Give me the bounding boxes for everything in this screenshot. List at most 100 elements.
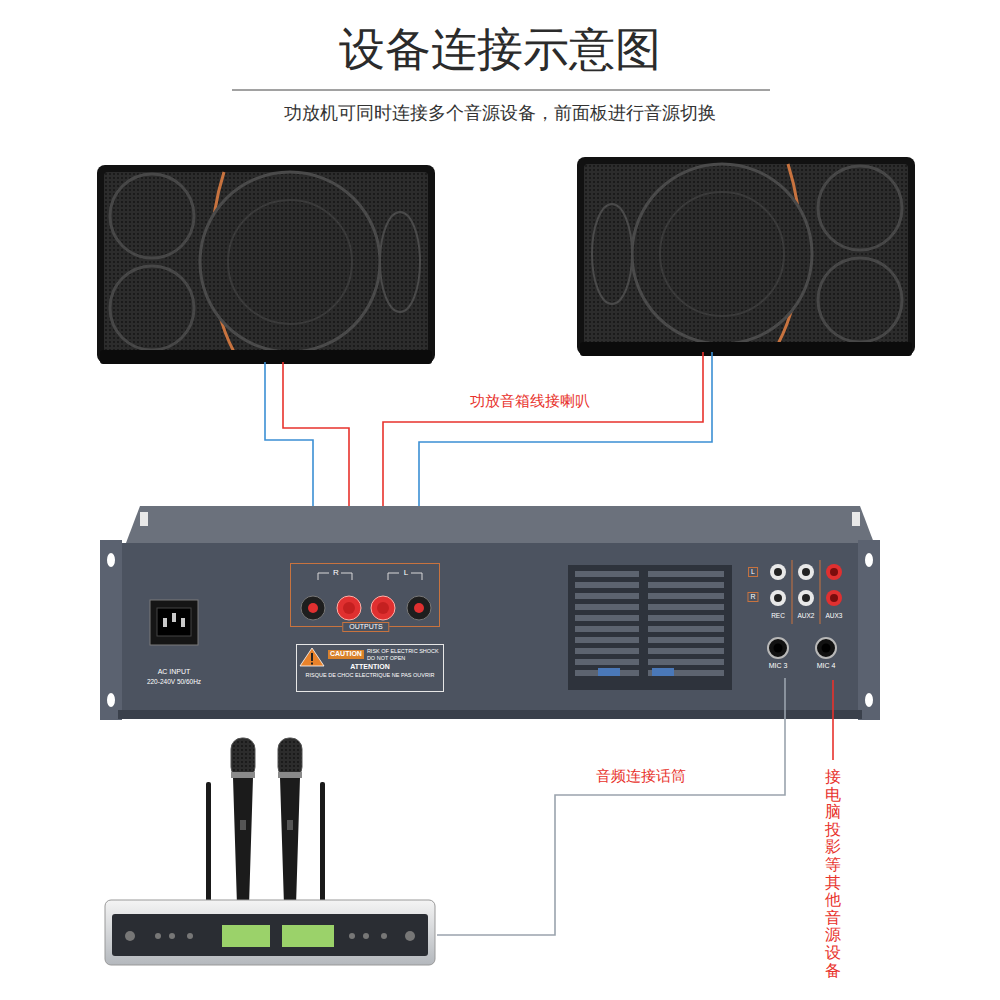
amplifier	[100, 506, 880, 720]
amplifier	[140, 512, 148, 526]
caution-head: CAUTIONRISK OF ELECTRIC SHOCK DO NOT OPE…	[300, 648, 440, 661]
wire-label: 接电脑投影等其他音源设备	[825, 768, 841, 979]
wireless-mic-set	[233, 778, 253, 905]
amplifier	[371, 596, 395, 620]
channel-label: R	[333, 568, 339, 578]
wireless-mic-set	[105, 738, 435, 965]
mic-wire	[437, 678, 785, 935]
amplifier	[774, 644, 783, 653]
amplifier	[816, 638, 836, 658]
speaker	[200, 172, 380, 352]
jack-label: AUX2	[798, 612, 815, 620]
amplifier	[575, 615, 639, 621]
amplifier	[858, 540, 880, 720]
jack-label: REC	[771, 612, 785, 620]
wireless-mic-set	[282, 925, 334, 947]
amplifier	[568, 565, 732, 690]
amplifier	[311, 653, 313, 661]
amplifier	[414, 603, 424, 613]
speaker	[577, 157, 915, 356]
amplifier	[163, 618, 167, 627]
amplifier	[865, 693, 873, 707]
amplifier	[865, 553, 873, 567]
amplifier	[575, 604, 639, 610]
amplifier	[798, 590, 814, 606]
title: 设备连接示意图	[0, 22, 1000, 77]
amplifier	[150, 600, 198, 645]
speaker	[380, 212, 420, 312]
amplifier	[770, 564, 786, 580]
amplifier	[648, 571, 724, 577]
speaker	[228, 200, 352, 324]
wireless-mic-set	[240, 820, 246, 830]
input-label: AC INPUT	[158, 668, 191, 676]
amplifier	[308, 603, 318, 613]
amplifier	[648, 637, 724, 643]
amplifier	[100, 540, 122, 720]
wireless-mic-set	[280, 778, 300, 905]
amplifier	[826, 590, 842, 606]
speaker	[104, 172, 428, 352]
channel-label: L	[748, 567, 758, 577]
amplifier	[181, 618, 185, 627]
amplifier	[575, 659, 639, 665]
amplifier	[798, 564, 814, 580]
wireless-mic-set	[231, 738, 255, 778]
amplifier	[648, 648, 724, 654]
speaker	[110, 266, 194, 350]
wireless-mic-set	[125, 931, 135, 941]
aux-wire	[832, 680, 834, 760]
amplifier	[802, 594, 810, 602]
wireless-mic-set	[105, 900, 435, 965]
channel-label: L	[404, 568, 408, 578]
panel-title: OUTPUTS	[342, 622, 389, 632]
wireless-mic-set	[206, 782, 211, 904]
amplifier	[830, 594, 838, 602]
amplifier	[770, 590, 786, 606]
amplifier	[126, 506, 874, 543]
amplifier	[826, 564, 842, 580]
amplifier	[802, 568, 810, 576]
amplifier	[118, 710, 862, 719]
wireless-mic-set	[278, 772, 302, 778]
amplifier	[575, 626, 639, 632]
wireless-mic-set	[287, 820, 293, 830]
amplifier	[852, 512, 860, 526]
output-panel: RLOUTPUTS	[290, 563, 440, 627]
amplifier	[575, 593, 639, 599]
input-jack-panel: LRRECAUX2AUX3	[745, 557, 848, 627]
jack-label: MIC 4	[817, 662, 836, 670]
wireless-mic-set	[231, 772, 255, 778]
wireless-mic-set	[320, 782, 325, 904]
amplifier	[107, 693, 115, 707]
amplifier	[768, 638, 788, 658]
amplifier	[648, 582, 724, 588]
amplifier	[648, 615, 724, 621]
title-rule	[232, 90, 770, 91]
amplifier	[830, 568, 838, 576]
warning-text: RISK OF ELECTRIC SHOCK DO NOT OPEN	[367, 648, 440, 661]
wireless-mic-set	[222, 925, 270, 947]
amplifier	[822, 644, 831, 653]
wireless-mic-set	[278, 738, 302, 778]
amplifier	[337, 596, 361, 620]
wireless-mic-set	[363, 933, 369, 939]
wire-label: 音频连接话筒	[596, 767, 686, 785]
amplifier	[598, 668, 620, 676]
speaker	[100, 350, 432, 364]
amplifier	[575, 637, 639, 643]
amplifier	[648, 604, 724, 610]
amplifier	[648, 626, 724, 632]
wire-label: 功放音箱线接喇叭	[470, 392, 590, 410]
caution-box: CAUTIONRISK OF ELECTRIC SHOCK DO NOT OPE…	[296, 644, 444, 692]
amplifier	[157, 608, 191, 636]
speaker	[110, 174, 194, 258]
channel-label: R	[747, 592, 758, 602]
caution-tag: CAUTION	[328, 650, 364, 658]
amplifier	[792, 560, 820, 624]
caption: 功放机可同时连接多个音源设备，前面板进行音源切换	[0, 102, 1000, 124]
wireless-mic-set	[187, 933, 193, 939]
amplifier	[648, 659, 724, 665]
